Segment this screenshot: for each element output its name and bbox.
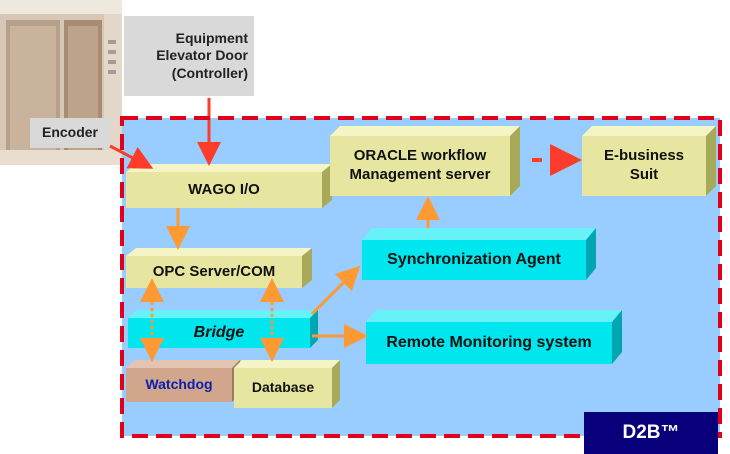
oracle-box: ORACLE workflow Management server: [330, 136, 510, 196]
oracle-line-1: ORACLE workflow: [353, 147, 487, 165]
remote-box-shape: [366, 310, 622, 364]
equipment-line-3: (Controller): [171, 64, 248, 81]
ebusiness-line-2: Suit: [629, 166, 659, 183]
panel-dashed-border: [120, 116, 722, 438]
ebusiness-box: E-business Suit: [582, 136, 706, 196]
ebusiness-line-1: E-business: [603, 147, 685, 165]
d2b-label: D2B™: [622, 422, 680, 444]
equipment-note: Equipment Elevator Door (Controller): [124, 16, 254, 96]
database-box: Database: [234, 368, 332, 408]
equipment-line-1: Equipment: [175, 29, 248, 46]
wago-box: WAGO I/O: [126, 172, 322, 208]
wago-box-shape: [126, 164, 332, 208]
watchdog-label: Watchdog: [145, 376, 213, 393]
oracle-box-shape: [330, 126, 520, 196]
watchdog-box-shape: [126, 360, 240, 402]
equipment-line-2: Elevator Door: [156, 47, 248, 64]
database-label: Database: [251, 379, 315, 396]
bridge-label: Bridge: [193, 324, 245, 341]
sync-box: Synchronization Agent: [362, 240, 586, 280]
sync-label: Synchronization Agent: [387, 251, 561, 268]
arrow-encoder-wago: [109, 144, 154, 169]
remote-box: Remote Monitoring system: [366, 322, 612, 364]
encoder-label: Encoder: [41, 124, 98, 141]
ebusiness-box-shape: [582, 126, 716, 196]
encoder-note: Encoder: [30, 118, 110, 148]
watchdog-box: Watchdog: [126, 368, 232, 402]
sync-box-shape: [362, 228, 596, 280]
oracle-line-2: Management server: [349, 166, 491, 183]
opc-label: OPC Server/COM: [152, 262, 276, 280]
bridge-box: Bridge: [128, 318, 310, 348]
opc-box: OPC Server/COM: [126, 256, 302, 288]
remote-label: Remote Monitoring system: [386, 334, 592, 351]
wago-label: WAGO I/O: [188, 180, 260, 198]
arrow-bridge-sync: [310, 265, 361, 316]
database-box-shape: [234, 360, 340, 408]
d2b-badge: D2B™: [584, 412, 718, 454]
